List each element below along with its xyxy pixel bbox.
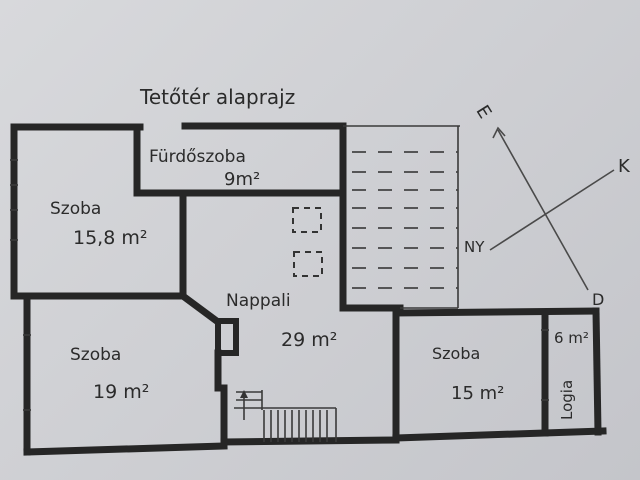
room-area-bathroom: 9m² (224, 169, 260, 190)
room-name-bedroom-1: Szoba (50, 199, 101, 219)
walls (10, 122, 607, 456)
plan-title: Tetőtér alaprajz (139, 85, 295, 109)
compass-e-label: E (471, 102, 495, 123)
room-area-bedroom-3: 15 m² (451, 383, 504, 404)
room-area-bedroom-2: 19 m² (93, 381, 149, 403)
thin-lines (10, 125, 549, 411)
compass-ny-label: NY (464, 238, 485, 256)
room-area-bedroom-1: 15,8 m² (73, 227, 147, 249)
compass-k-label: K (618, 156, 631, 177)
room-labels: Fürdőszoba 9m² Szoba 15,8 m² Nappali 29 … (50, 147, 589, 420)
room-name-bathroom: Fürdőszoba (149, 147, 246, 167)
room-name-bedroom-3: Szoba (432, 344, 480, 363)
room-area-living: 29 m² (281, 329, 337, 351)
compass: E K NY D (464, 102, 631, 309)
room-name-living: Nappali (226, 291, 291, 311)
room-name-bedroom-2: Szoba (70, 345, 121, 365)
room-area-loggia: 6 m² (554, 329, 589, 347)
room-name-loggia: Logia (558, 380, 576, 420)
staircase (234, 390, 337, 442)
compass-d-label: D (592, 290, 604, 309)
stair-void-hatching (352, 151, 458, 289)
skylight-markers (292, 207, 323, 277)
